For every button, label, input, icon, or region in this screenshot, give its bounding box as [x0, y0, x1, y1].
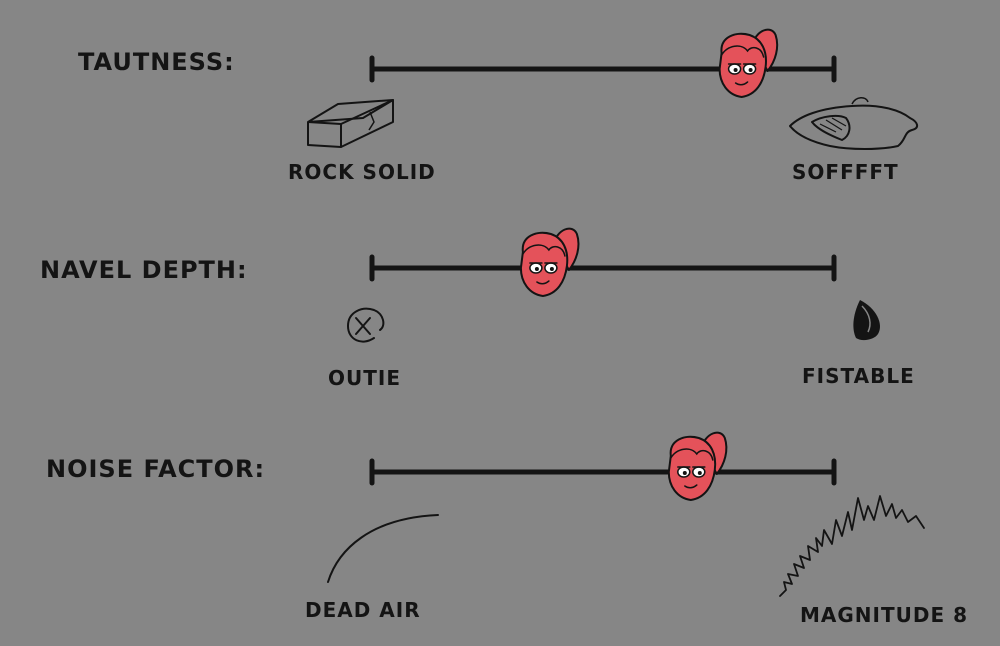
slider-row-navel-depth — [346, 254, 880, 343]
seismic-wave-icon — [779, 495, 925, 597]
slider-row-tautness — [307, 55, 918, 150]
slider-handle-face-icon[interactable] — [519, 227, 580, 297]
slider-handle-face-icon[interactable] — [667, 431, 728, 501]
slider-row-noise-factor — [327, 458, 925, 597]
slider-label-noise-factor: NOISE FACTOR: — [46, 455, 266, 483]
slider-min-label-navel-depth: OUTIE — [328, 366, 401, 390]
flat-line-icon — [327, 514, 439, 583]
slider-handle-face-icon[interactable] — [718, 28, 779, 98]
pillow-icon — [789, 97, 918, 150]
slider-max-label-navel-depth: FISTABLE — [802, 364, 915, 388]
slider-min-label-noise-factor: DEAD AIR — [305, 598, 421, 622]
slider-min-label-tautness: ROCK SOLID — [288, 160, 436, 184]
brick-icon — [307, 99, 394, 148]
slider-max-label-tautness: SOFFFFT — [792, 160, 899, 184]
outie-navel-icon — [346, 307, 385, 343]
slider-max-label-noise-factor: MAGNITUDE 8 — [800, 603, 969, 627]
slider-label-navel-depth: NAVEL DEPTH: — [40, 256, 248, 284]
deep-navel-icon — [853, 300, 880, 341]
slider-label-tautness: TAUTNESS: — [78, 48, 235, 76]
